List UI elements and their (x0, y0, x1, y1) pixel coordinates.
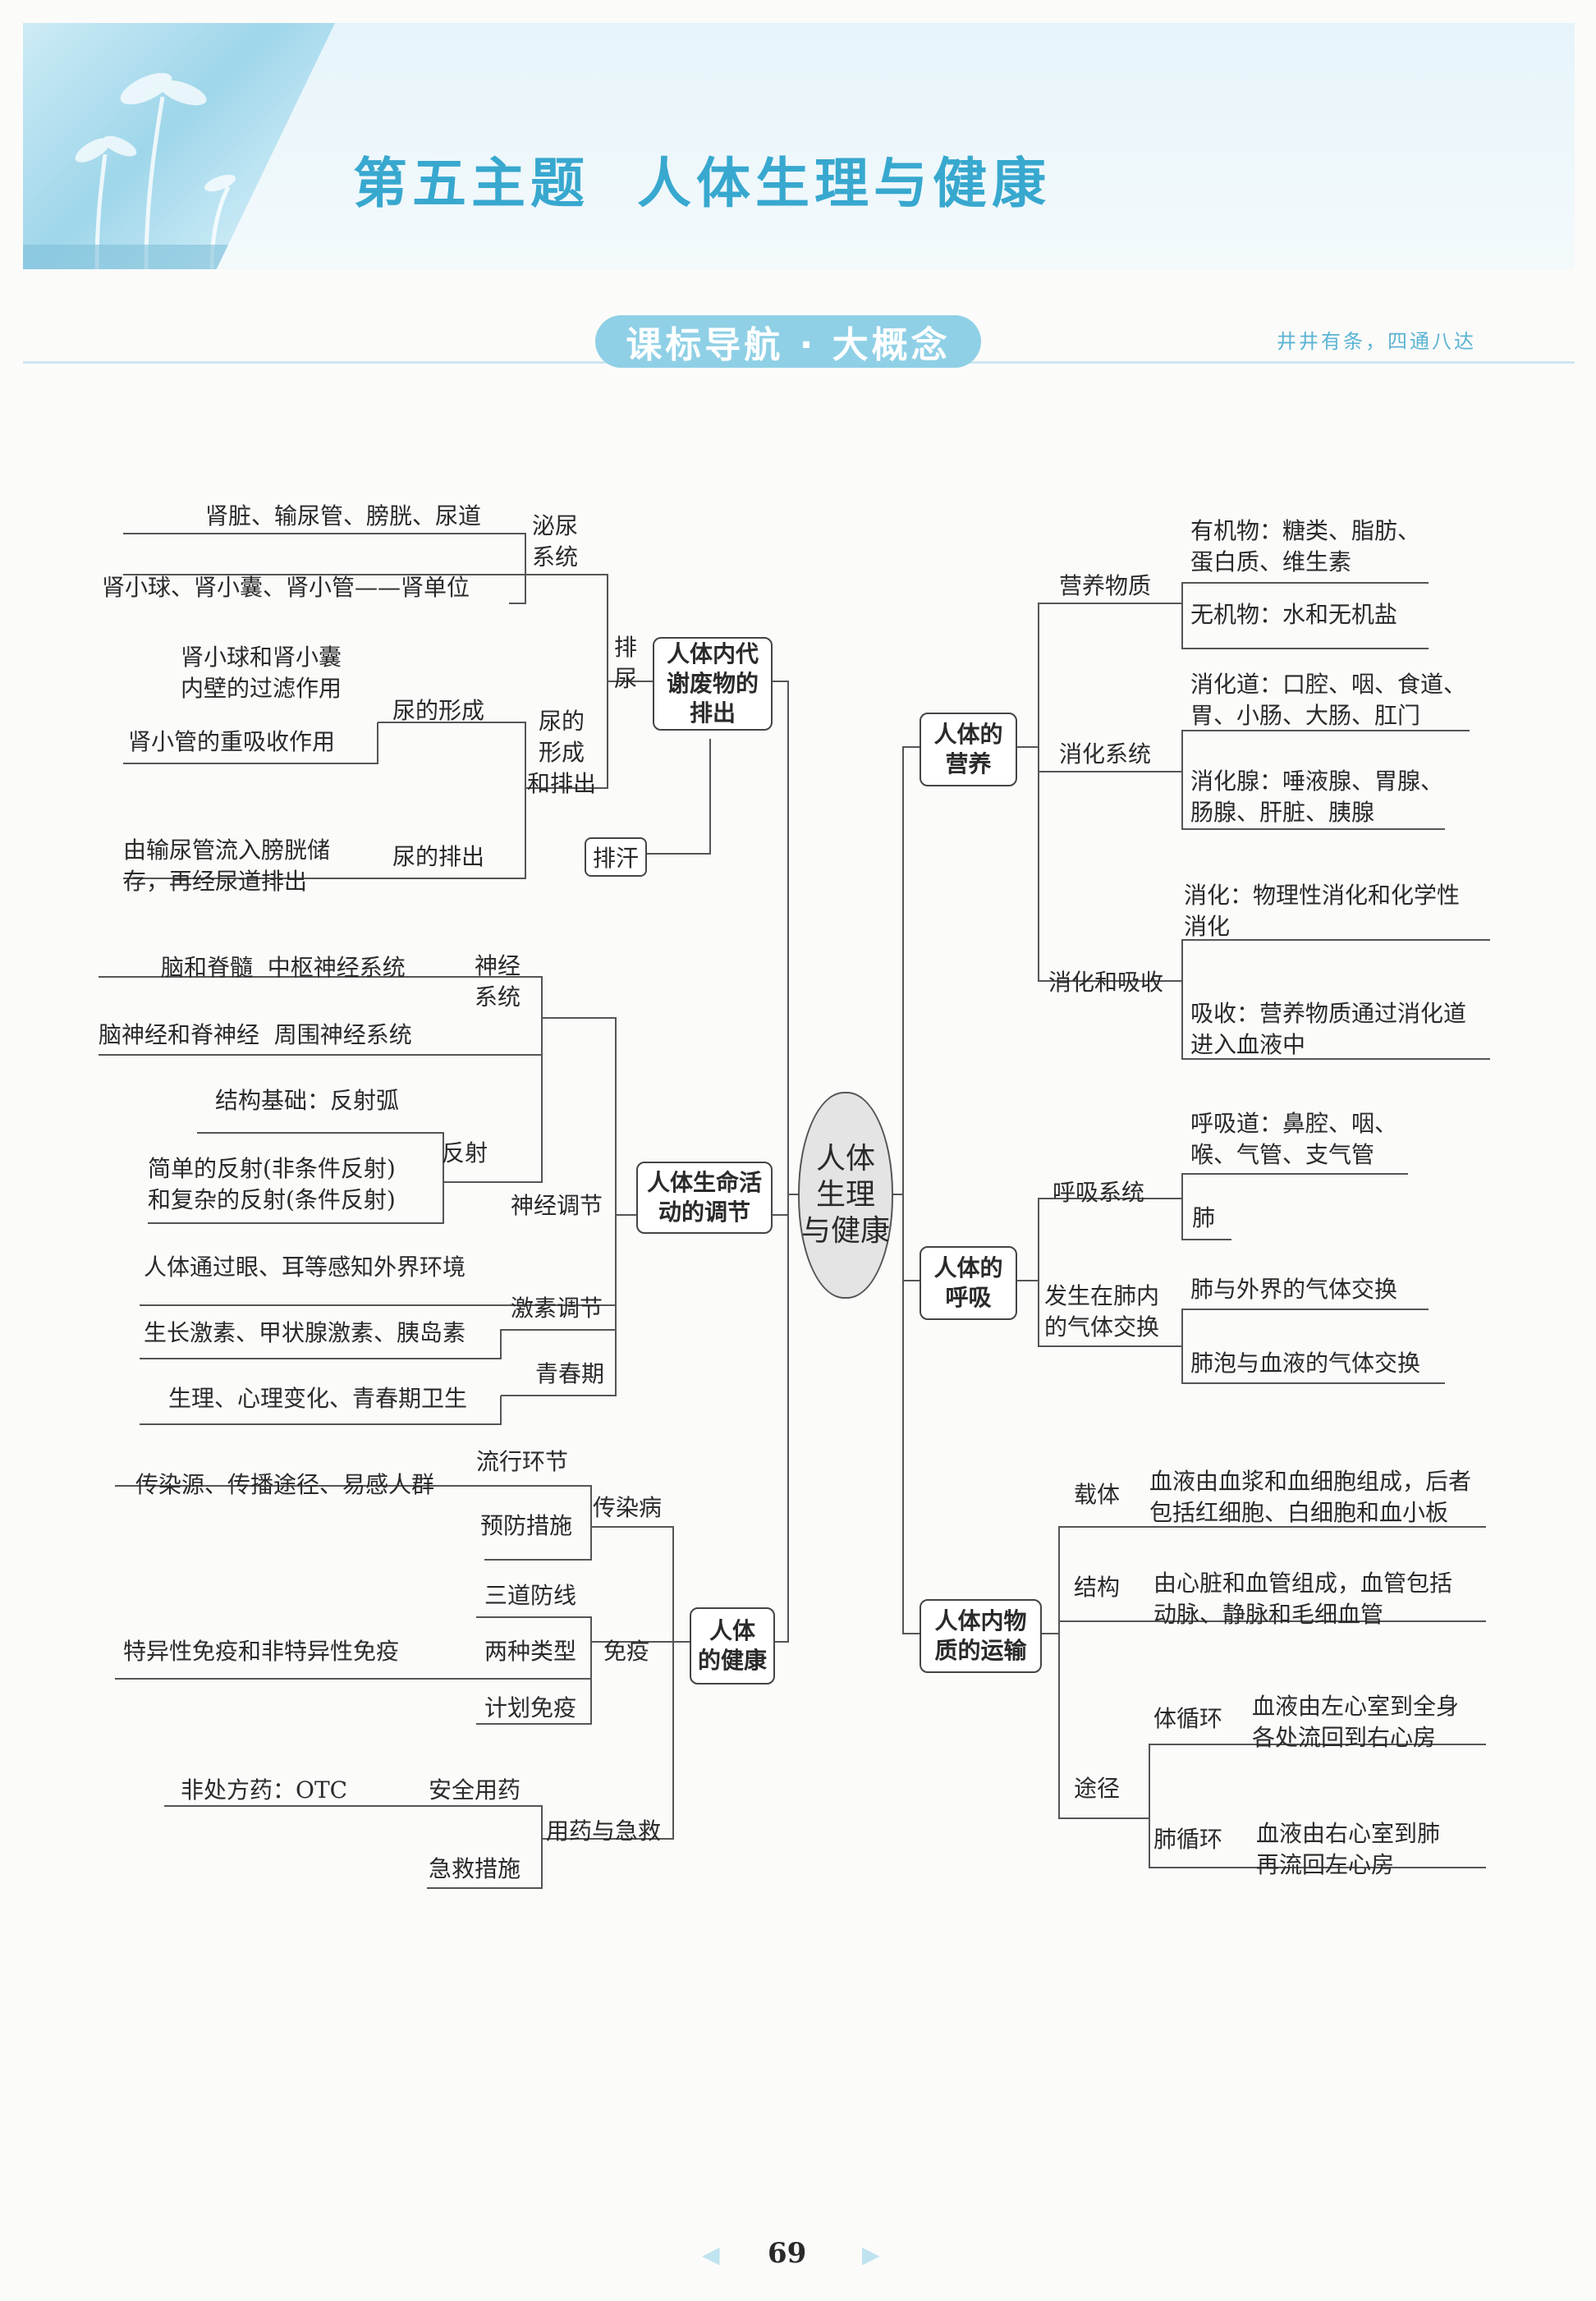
organic-item: 有机物：糖类、脂肪、 蛋白质、维生素 (1190, 516, 1420, 578)
hormone-item: 生长激素、甲状腺激素、胰岛素 (144, 1318, 466, 1349)
label-urine-formation-discharge: 尿的 形成 和排出 (527, 706, 596, 800)
discharge-item: 由输尿管流入膀胱储 存，再经尿道排出 (123, 835, 330, 897)
label-puberty: 青春期 (535, 1359, 604, 1390)
reflex-item-2: 简单的反射(非条件反射) 和复杂的反射(条件反射) (148, 1153, 396, 1216)
box-sweat: 排汗 (585, 837, 647, 877)
tract-item: 消化道：口腔、咽、食道、 胃、小肠、大肠、肛门 (1190, 669, 1466, 731)
reflex-item-1: 结构基础：反射弧 (215, 1085, 399, 1116)
safe-item: 非处方药：OTC (181, 1775, 347, 1806)
center-label: 人体 生理 与健康 (801, 1141, 890, 1249)
label-pai-niao: 排 尿 (614, 632, 637, 694)
label-gas-exchange: 发生在肺内 的气体交换 (1044, 1281, 1159, 1343)
digestion-item: 消化：物理性消化和化学性 消化 (1184, 880, 1460, 942)
carrier-item: 血液由血浆和血细胞组成，后者 包括红细胞、白细胞和血小板 (1149, 1466, 1471, 1529)
lung-item: 肺 (1192, 1203, 1215, 1234)
structure-item: 由心脏和血管组成，血管包括 动脉、静脉和毛细血管 (1153, 1568, 1452, 1630)
label-hormone-regulation: 激素调节 (511, 1293, 603, 1324)
glands-item: 消化腺：唾液腺、胃腺、 肠腺、肝脏、胰腺 (1190, 766, 1443, 828)
label-structure: 结构 (1074, 1572, 1120, 1603)
absorption-item: 吸收：营养物质通过消化道 进入血液中 (1190, 998, 1466, 1061)
label-transmission-links: 流行环节 (476, 1446, 568, 1478)
immunity-item-3: 计划免疫 (484, 1693, 576, 1724)
label-respiratory-system: 呼吸系统 (1053, 1177, 1144, 1208)
label-drugs-firstaid: 用药与急救 (546, 1816, 661, 1847)
immunity-item-1: 三道防线 (484, 1580, 576, 1611)
node-excretion: 人体内代 谢废物的 排出 (653, 637, 773, 731)
inorganic-item: 无机物：水和无机盐 (1190, 599, 1397, 630)
label-reflex: 反射 (442, 1138, 488, 1169)
label-safe-medication: 安全用药 (429, 1775, 521, 1806)
pulmonary-item: 血液由右心室到肺 再流回左心房 (1256, 1818, 1440, 1881)
formation-item-2: 肾小管的重吸收作用 (128, 727, 335, 758)
label-prevention: 预防措施 (480, 1510, 572, 1542)
senses-item: 人体通过眼、耳等感知外界环境 (144, 1252, 466, 1283)
label-immunity: 免疫 (603, 1636, 649, 1667)
miniao-item-2: 肾小球、肾小囊、肾小管——肾单位 (102, 572, 470, 603)
label-miniao-system: 泌尿 系统 (532, 511, 578, 573)
label-carrier: 载体 (1074, 1479, 1120, 1510)
label-pathway: 途径 (1074, 1773, 1120, 1804)
respiratory-tract-item: 呼吸道：鼻腔、咽、 喉、气管、支气管 (1190, 1108, 1397, 1171)
label-nervous-system: 神经 系统 (475, 951, 521, 1013)
label-systemic-circulation: 体循环 (1153, 1703, 1222, 1735)
next-page-icon: ▶ (862, 2241, 880, 2268)
systemic-item: 血液由左心室到全身 各处流回到右心房 (1252, 1691, 1459, 1753)
label-infectious-disease: 传染病 (593, 1492, 662, 1524)
puberty-item: 生理、心理变化、青春期卫生 (168, 1383, 467, 1414)
label-pulmonary-circulation: 肺循环 (1153, 1824, 1222, 1855)
page-number: 69 (768, 2237, 806, 2270)
label-nutrients: 营养物质 (1059, 571, 1151, 602)
immunity-types-item: 特异性免疫和非特异性免疫 (123, 1636, 399, 1667)
exchange-item-1: 肺与外界的气体交换 (1190, 1274, 1397, 1305)
node-nutrition: 人体的 营养 (920, 713, 1017, 786)
prev-page-icon: ◀ (702, 2241, 720, 2268)
label-firstaid-measures: 急救措施 (429, 1854, 521, 1885)
exchange-item-2: 肺泡与血液的气体交换 (1190, 1348, 1420, 1379)
system-item-2: 脑神经和脊神经 周围神经系统 (99, 1020, 412, 1051)
system-item-1: 脑和脊髓 中枢神经系统 (161, 952, 406, 983)
links-item: 传染源、传播途径、易感人群 (135, 1469, 434, 1501)
center-node: 人体 生理 与健康 (798, 1092, 893, 1299)
node-regulation: 人体生命活 动的调节 (636, 1162, 773, 1234)
immunity-item-2: 两种类型 (484, 1636, 576, 1667)
label-urine-discharge: 尿的排出 (392, 841, 484, 873)
label-nervous-regulation: 神经调节 (511, 1190, 603, 1222)
miniao-item-1: 肾脏、输尿管、膀胱、尿道 (205, 501, 481, 532)
formation-item-1: 肾小球和肾小囊 内壁的过滤作用 (181, 642, 342, 704)
label-urine-formation: 尿的形成 (392, 695, 484, 727)
label-digestion-absorption: 消化和吸收 (1048, 967, 1163, 998)
label-digestive-system: 消化系统 (1059, 739, 1151, 770)
node-transport: 人体内物 质的运输 (920, 1599, 1042, 1673)
node-respiration: 人体的 呼吸 (920, 1246, 1017, 1320)
node-health: 人体 的健康 (690, 1607, 775, 1684)
